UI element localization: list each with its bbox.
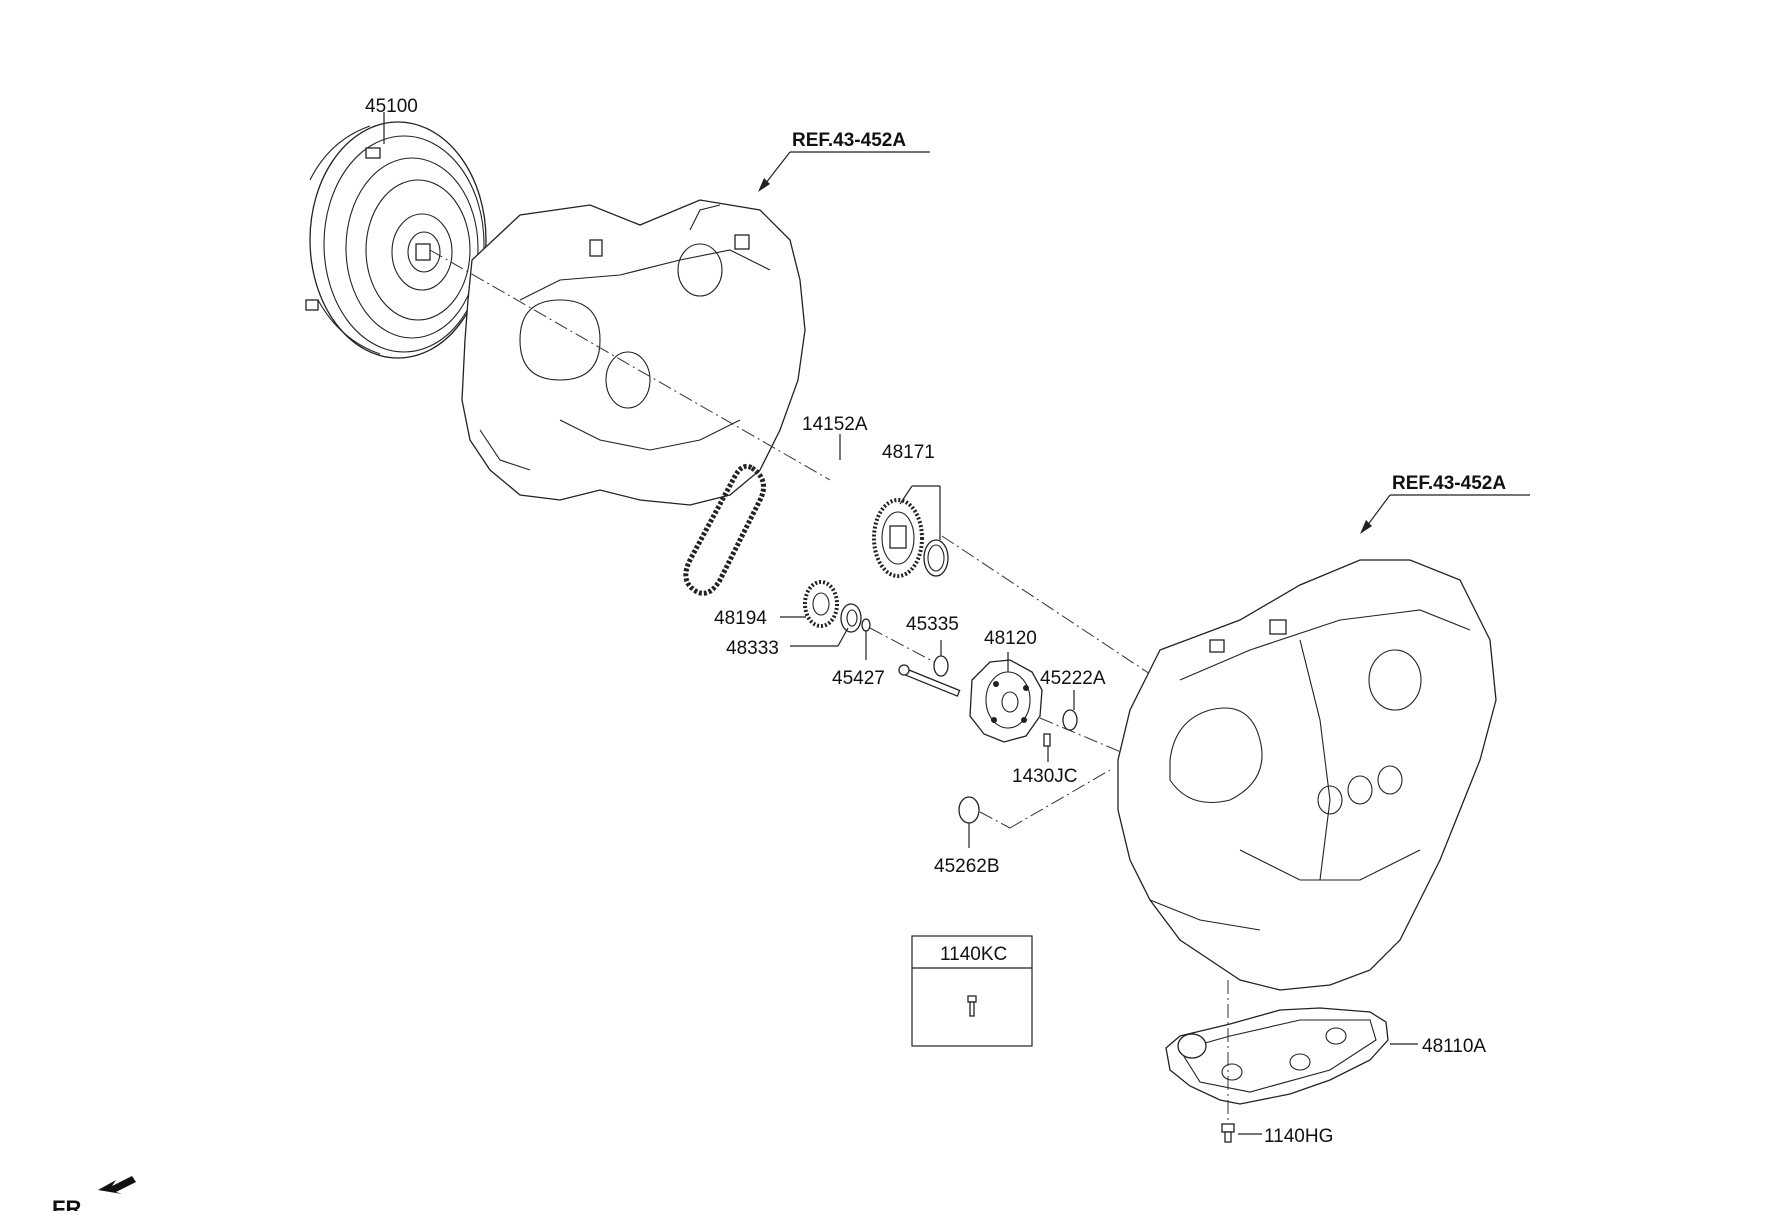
- axis-ring-b-1: [979, 811, 1011, 829]
- label-45222A[interactable]: 45222A: [1040, 668, 1106, 689]
- bracket-48171-left: [899, 485, 913, 505]
- ref-arrow-upper: [758, 178, 770, 192]
- dowel-pin[interactable]: [1043, 733, 1051, 747]
- ref-label-upper[interactable]: REF.43-452A: [792, 130, 906, 151]
- snap-ring[interactable]: [933, 655, 949, 677]
- leader-48333-b: [837, 627, 849, 647]
- oil-pump[interactable]: [898, 659, 1043, 743]
- drive-chain[interactable]: [683, 463, 767, 596]
- axis-ring-b-2: [1009, 769, 1111, 829]
- label-48333[interactable]: 48333: [726, 638, 779, 659]
- ref-label-lower[interactable]: REF.43-452A: [1392, 473, 1506, 494]
- sprocket-upper[interactable]: [872, 498, 949, 578]
- o-ring-45222a[interactable]: [1062, 709, 1078, 731]
- torque-converter[interactable]: [305, 121, 487, 359]
- label-48171[interactable]: 48171: [882, 442, 935, 463]
- label-45335[interactable]: 45335: [906, 614, 959, 635]
- label-45100[interactable]: 45100: [365, 96, 418, 117]
- label-45427[interactable]: 45427: [832, 668, 885, 689]
- ref-arrow-lower: [1360, 520, 1372, 534]
- bolt-callout-box: [911, 935, 1033, 1047]
- label-48120[interactable]: 48120: [984, 628, 1037, 649]
- bearing[interactable]: [840, 603, 862, 633]
- label-1140HG[interactable]: 1140HG: [1264, 1126, 1333, 1147]
- label-14152A[interactable]: 14152A: [802, 414, 868, 435]
- label-45262B[interactable]: 45262B: [934, 856, 1000, 877]
- label-1430JC[interactable]: 1430JC: [1012, 766, 1078, 787]
- transmission-case-lower[interactable]: [1117, 559, 1497, 991]
- front-direction-indicator: [98, 1176, 136, 1194]
- axis-line-sprocket: [941, 535, 1151, 675]
- oil-filter[interactable]: [1165, 1007, 1389, 1105]
- axis-line-pump: [869, 627, 939, 665]
- axis-line-main: [429, 249, 831, 481]
- label-48194[interactable]: 48194: [714, 608, 767, 629]
- front-arrow-icon: [98, 1176, 136, 1194]
- o-ring-45262b[interactable]: [958, 796, 980, 824]
- sprocket-lower[interactable]: [803, 580, 839, 628]
- label-front: FR.: [52, 1196, 87, 1211]
- filter-bolt[interactable]: [1221, 1123, 1235, 1143]
- label-1140KC[interactable]: 1140KC: [940, 944, 1007, 965]
- bolt-icon: [967, 995, 977, 1003]
- small-clip[interactable]: [861, 618, 871, 632]
- label-48110A[interactable]: 48110A: [1422, 1036, 1486, 1057]
- transmission-case-upper[interactable]: [461, 199, 806, 506]
